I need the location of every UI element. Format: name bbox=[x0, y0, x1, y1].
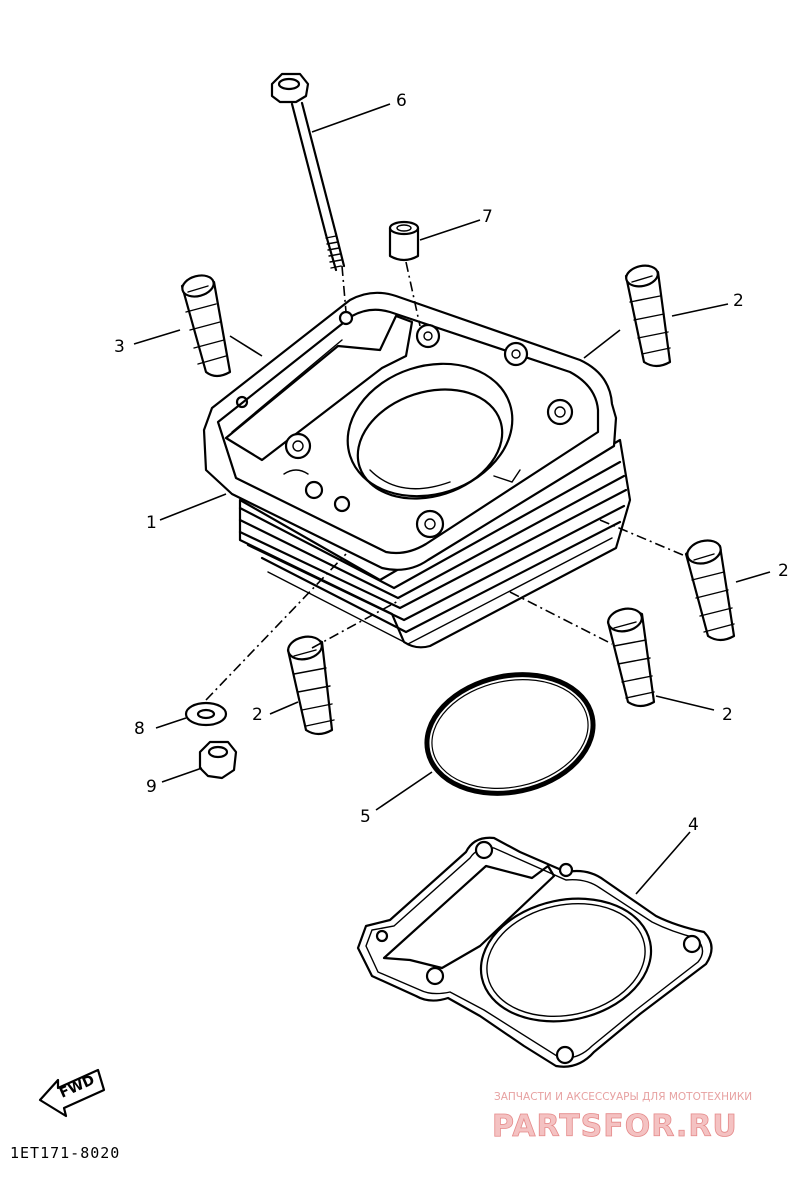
callout-8: 8 bbox=[134, 719, 145, 739]
watermark-brand: PARTSFOR.RU bbox=[492, 1109, 738, 1144]
callout-7: 7 bbox=[482, 207, 493, 227]
part-2-stud-bolt-b bbox=[684, 539, 736, 642]
part-6-stud-bolt bbox=[270, 72, 346, 272]
callout-labels: 6 7 3 2 1 2 2 2 8 9 5 4 bbox=[114, 91, 789, 835]
part-4-base-gasket bbox=[356, 836, 713, 1068]
watermark: ЗАПЧАСТИ И АКСЕССУАРЫ ДЛЯ МОТОТЕХНИКИ PA… bbox=[492, 1091, 753, 1144]
callout-2-lower-right: 2 bbox=[722, 705, 733, 725]
fwd-arrow-icon: FWD bbox=[38, 1068, 106, 1118]
callout-4: 4 bbox=[688, 815, 699, 835]
callout-2-right: 2 bbox=[778, 561, 789, 581]
part-5-o-ring bbox=[424, 672, 596, 796]
callout-3: 3 bbox=[114, 337, 125, 357]
part-3-stud-bolt bbox=[180, 274, 232, 378]
callout-9: 9 bbox=[146, 777, 157, 797]
part-2-stud-bolt-d bbox=[286, 635, 335, 736]
callout-6: 6 bbox=[396, 91, 407, 111]
part-8-washer bbox=[184, 701, 228, 727]
part-2-stud-bolt-c bbox=[606, 607, 656, 708]
part-9-nut bbox=[198, 740, 238, 780]
part-7-dowel bbox=[388, 220, 420, 262]
callout-1: 1 bbox=[146, 513, 157, 533]
part-1-cylinder bbox=[202, 291, 632, 649]
callout-5: 5 bbox=[360, 807, 371, 827]
leader-lines bbox=[133, 103, 771, 895]
part-2-stud-bolt-a bbox=[624, 264, 672, 368]
callout-2-lower-left: 2 bbox=[252, 705, 263, 725]
callout-2-upper-right: 2 bbox=[733, 291, 744, 311]
watermark-tagline: ЗАПЧАСТИ И АКСЕССУАРЫ ДЛЯ МОТОТЕХНИКИ bbox=[494, 1091, 752, 1103]
alignment-lines bbox=[205, 261, 691, 701]
diagram-code: 1ET171-8020 bbox=[10, 1144, 120, 1162]
